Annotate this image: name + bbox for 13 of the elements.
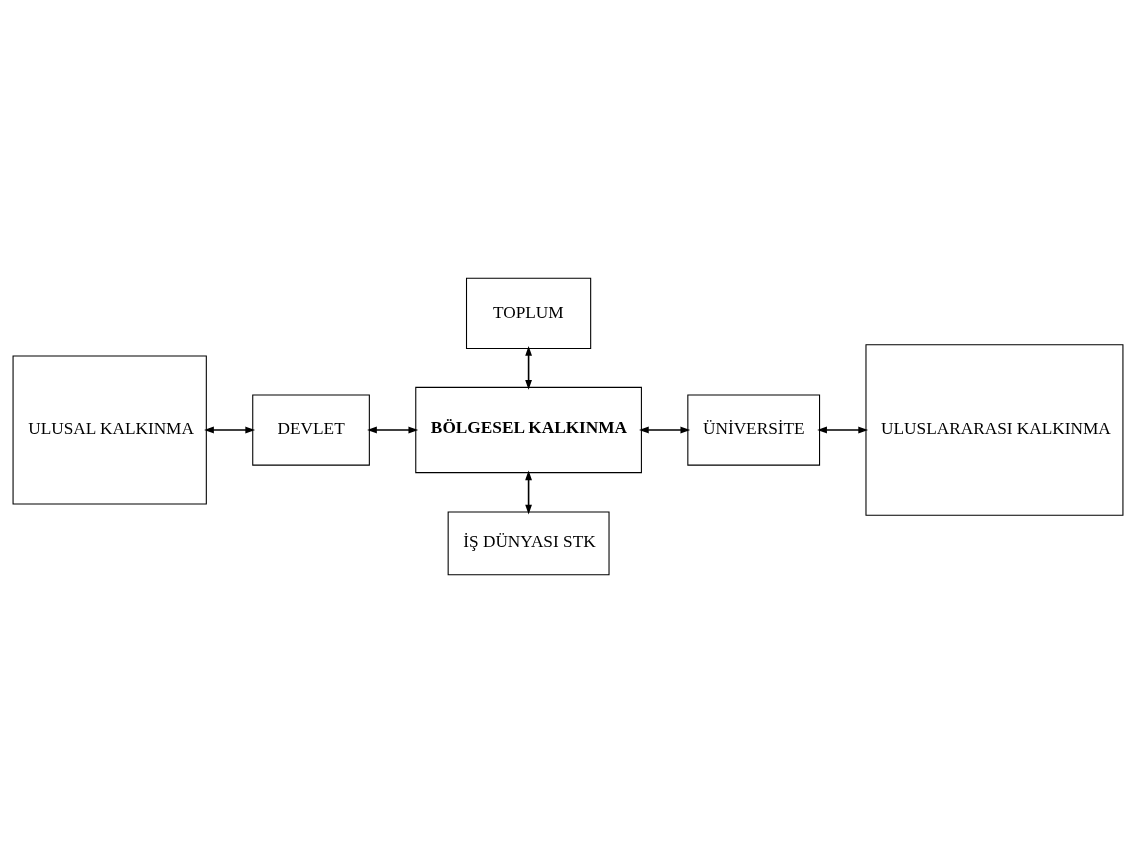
node-box: ULUSLARARASI KALKINMA xyxy=(865,343,1124,516)
arrow xyxy=(639,426,691,433)
node-box: İŞ DÜNYASI STK xyxy=(447,511,610,575)
node-box: DEVLET xyxy=(252,393,370,466)
arrow xyxy=(367,426,419,433)
node-box: ULUSAL KALKINMA xyxy=(12,355,207,504)
arrow xyxy=(525,345,532,390)
arrow xyxy=(204,426,256,433)
node-box: ÜNİVERSİTE xyxy=(687,393,821,466)
node-box: BÖLGESEL KALKINMA xyxy=(415,386,642,473)
arrow xyxy=(817,426,869,433)
arrow xyxy=(525,469,532,514)
node-box: TOPLUM xyxy=(465,277,592,349)
